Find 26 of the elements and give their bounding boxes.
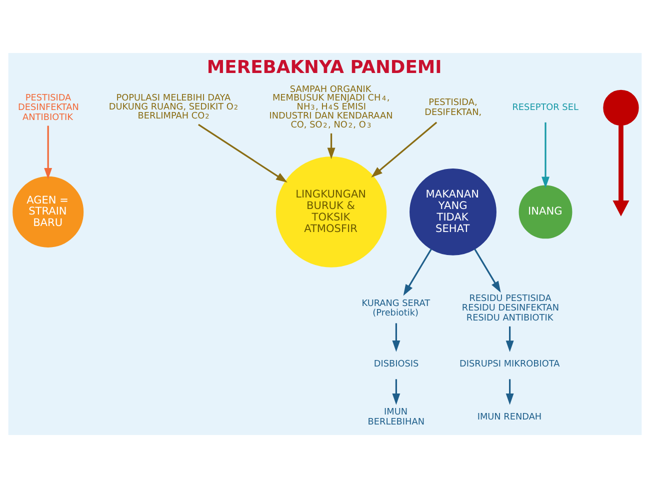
node-circle <box>603 90 639 126</box>
arrow <box>403 248 432 296</box>
arrow <box>44 126 52 180</box>
node-text: RESIDU PESTISIDA RESIDU DESINFEKTAN RESIDU ANTIBIOTIK <box>462 294 560 324</box>
arrow <box>392 323 400 352</box>
node-circle: MAKANAN YANG TIDAK SEHAT <box>410 168 496 256</box>
arrow <box>327 133 336 160</box>
arrow <box>392 379 400 405</box>
node-circle: AGEN = STRAIN BARU <box>12 176 84 248</box>
node-text: DISRUPSI MIKROBIOTA <box>460 360 560 370</box>
node-text: PESTISIDA, DESIFEKTAN, <box>424 98 482 118</box>
node-text: IMUN RENDAH <box>477 412 542 422</box>
node-text: DISBIOSIS <box>374 360 419 370</box>
arrow <box>198 124 288 183</box>
arrow <box>612 125 630 216</box>
node-text: IMUN BERLEBIHAN <box>368 408 425 428</box>
node-circle: INANG <box>518 185 572 239</box>
arrow <box>542 122 550 188</box>
diagram-title: MEREBAKNYA PANDEMI <box>206 56 442 78</box>
node-text: KURANG SERAT (Prebiotik) <box>362 298 430 319</box>
arrow <box>371 122 438 178</box>
node-text: PESTISIDA DESINFEKTAN ANTIBIOTIK <box>18 93 79 123</box>
arrow <box>474 248 501 293</box>
node-text: RESEPTOR SEL <box>512 103 578 114</box>
arrow <box>506 326 514 352</box>
arrow <box>506 379 514 405</box>
